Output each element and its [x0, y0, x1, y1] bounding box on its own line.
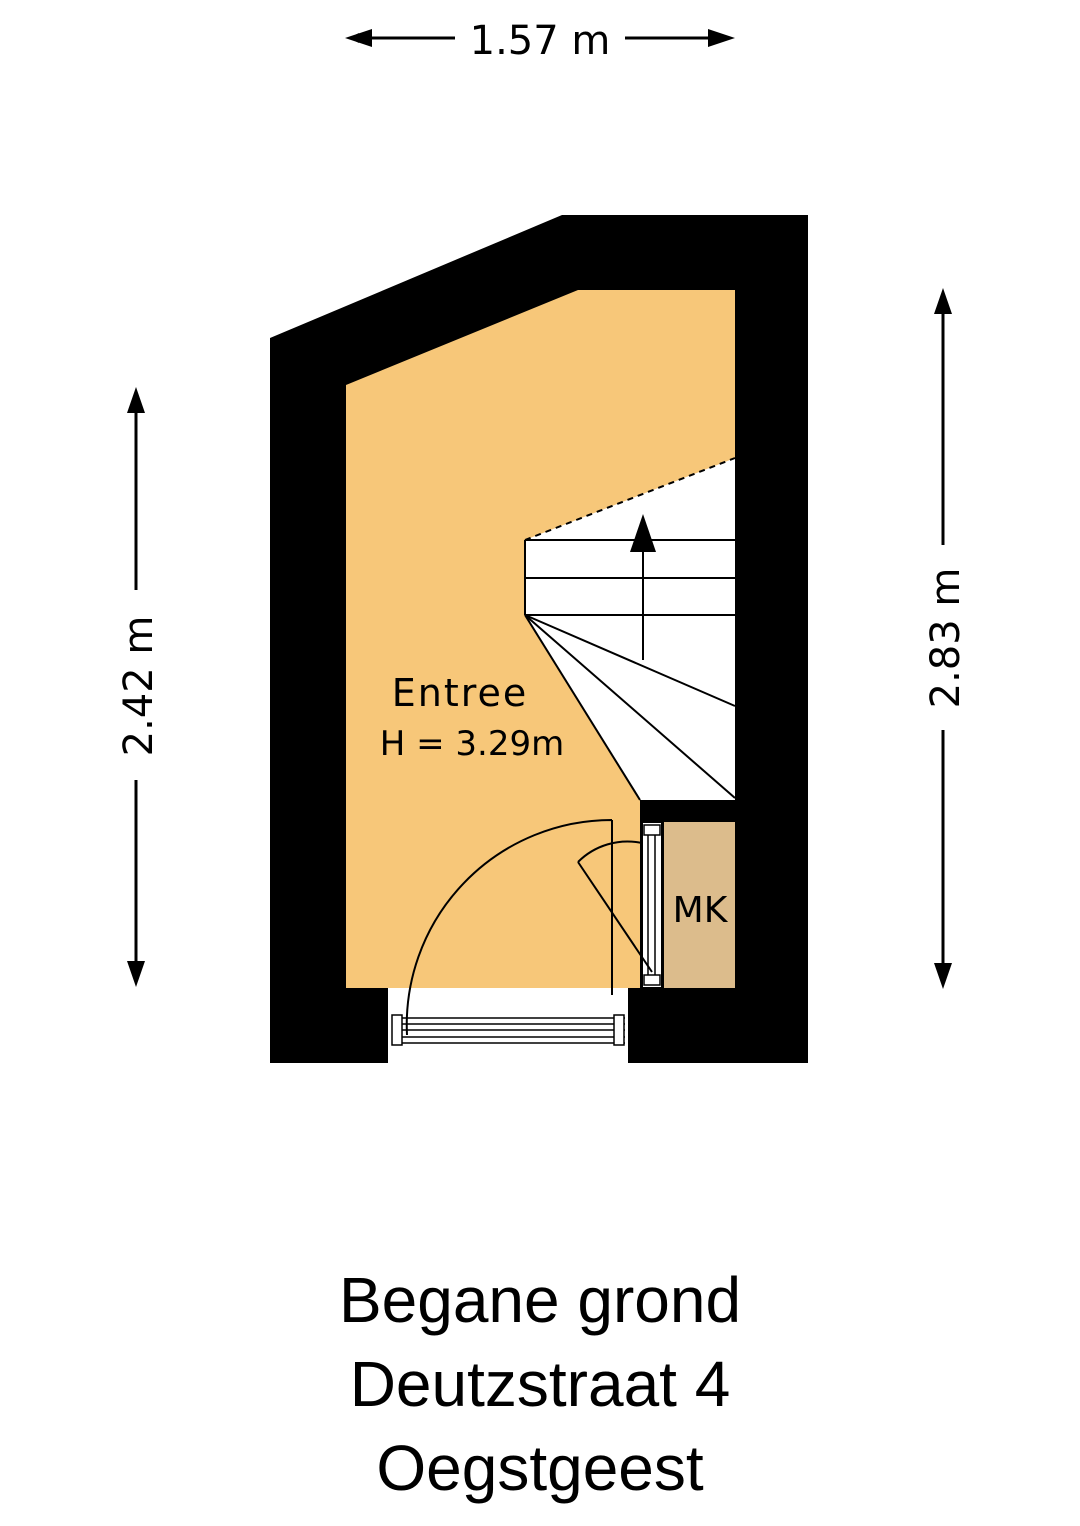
entree-height-label: H = 3.29m: [380, 724, 565, 764]
left-dimension-label: 2.42 m: [116, 616, 162, 757]
caption-floor: Begane grond: [338, 1264, 742, 1336]
door-swing-icon: [405, 818, 613, 1036]
front-door-threshold: [391, 1014, 625, 1046]
top-dimension: 1.57 m: [345, 18, 735, 64]
caption-street: Deutzstraat 4: [349, 1348, 731, 1420]
meterkast-door: [641, 821, 663, 989]
top-dimension-label: 1.57 m: [470, 18, 611, 64]
stairs: [525, 458, 735, 800]
meterkast-floor: [664, 822, 735, 988]
stair-outline-dashed: [524, 457, 736, 541]
stair-treads: [524, 539, 736, 801]
right-dimension-label: 2.83 m: [923, 568, 969, 709]
caption-city: Oegstgeest: [376, 1432, 704, 1504]
entree-label: Entree: [392, 671, 529, 715]
meterkast-door-swing-icon: [577, 840, 653, 973]
meterkast-label: MK: [673, 890, 729, 931]
left-dimension: 2.42 m: [116, 387, 162, 987]
right-dimension: 2.83 m: [923, 288, 969, 989]
front-door-opening: [388, 988, 628, 1063]
stair-direction-arrow-icon: [630, 514, 656, 552]
